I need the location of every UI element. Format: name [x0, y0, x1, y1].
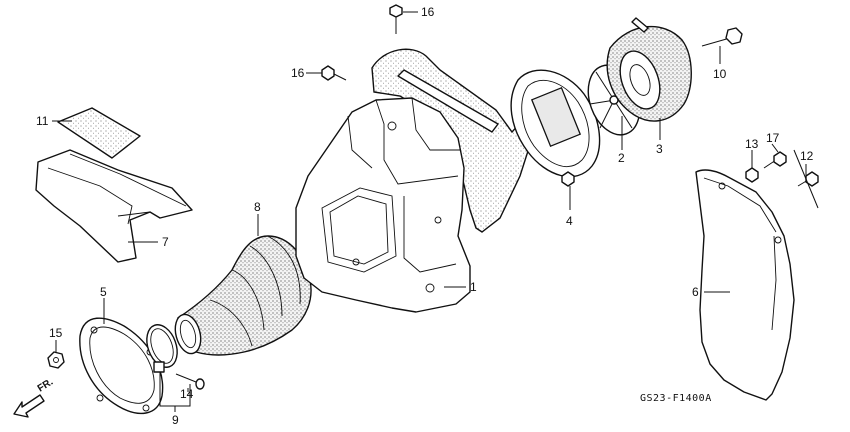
callout-14: 14	[180, 387, 194, 401]
part-13-nut	[745, 167, 759, 183]
callout-2: 2	[618, 116, 625, 165]
part-14-screw	[175, 373, 205, 390]
svg-text:15: 15	[49, 326, 63, 340]
diagram-code: GS23-F1400A	[640, 393, 712, 404]
svg-text:1: 1	[470, 280, 477, 294]
svg-text:4: 4	[566, 214, 573, 228]
svg-text:11: 11	[36, 114, 49, 128]
part-8-intake-duct	[174, 235, 312, 356]
callout-9: 9	[159, 372, 191, 427]
svg-text:7: 7	[162, 235, 169, 249]
part-1-fan-cover	[295, 48, 537, 313]
part-16-bolt-upper	[389, 4, 403, 34]
callout-5: 5	[100, 285, 107, 324]
svg-text:17: 17	[766, 131, 780, 145]
svg-text:16: 16	[421, 5, 435, 19]
part-17-bolt	[763, 151, 787, 169]
svg-text:12: 12	[800, 149, 814, 163]
part-15-nut	[47, 351, 65, 369]
callout-1: 1	[444, 280, 477, 294]
svg-text:3: 3	[656, 142, 663, 156]
callout-3: 3	[656, 118, 663, 156]
callout-6: 6	[692, 285, 730, 299]
callout-15: 15	[49, 326, 63, 352]
part-3-filter	[606, 17, 692, 122]
svg-text:9: 9	[172, 413, 179, 427]
callout-16-upper: 16	[403, 5, 435, 19]
svg-text:10: 10	[713, 67, 727, 81]
callout-11: 11	[36, 114, 72, 128]
svg-text:16: 16	[291, 66, 305, 80]
callout-12: 12	[793, 149, 819, 209]
part-5-gasket	[79, 317, 164, 415]
callout-13: 13	[745, 137, 759, 168]
part-7-cover-plate	[35, 149, 193, 263]
svg-text:2: 2	[618, 151, 625, 165]
part-4-plate	[510, 69, 601, 187]
callout-7: 7	[128, 235, 169, 249]
part-11-seal-sheet	[57, 107, 141, 159]
callout-4: 4	[566, 186, 573, 228]
part-10-long-bolt	[701, 27, 743, 47]
svg-text:8: 8	[254, 200, 261, 214]
callout-17: 17	[766, 131, 780, 153]
part-6-side-cover	[695, 169, 795, 401]
callout-10: 10	[713, 46, 727, 81]
svg-text:13: 13	[745, 137, 759, 151]
callout-8: 8	[254, 200, 261, 236]
svg-text:5: 5	[100, 285, 107, 299]
front-direction-arrow-icon: FR.	[13, 377, 56, 418]
part-16-bolt-left	[321, 65, 347, 81]
svg-text:6: 6	[692, 285, 699, 299]
svg-text:FR.: FR.	[36, 377, 56, 395]
part-9-band-clamp	[146, 324, 178, 373]
svg-text:14: 14	[180, 387, 194, 401]
callout-16-left: 16	[291, 66, 322, 80]
